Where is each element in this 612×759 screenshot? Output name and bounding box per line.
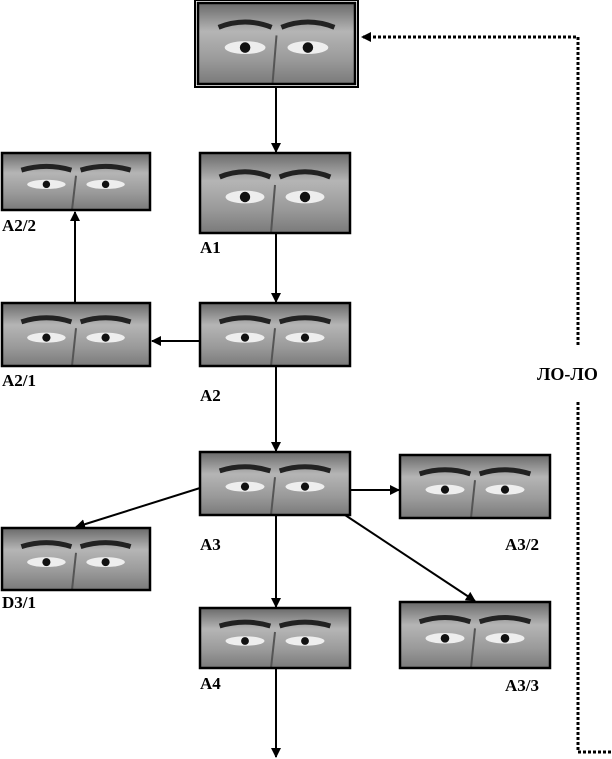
label-d3-1: D3/1 (2, 593, 36, 612)
eye-photo-a3-3 (398, 600, 552, 670)
arrow-A3-to-D3-1 (75, 487, 201, 530)
eye-photo-a2 (198, 301, 352, 368)
label-a3-3: A3/3 (505, 676, 539, 695)
label-a2-1: A2/1 (2, 371, 36, 390)
lolo-group-label: ЛО-ЛО (537, 364, 598, 384)
eye-photo-a1 (198, 151, 352, 235)
eye-photo-a2-2 (0, 151, 152, 212)
eye-photo-a3-2 (398, 453, 552, 520)
label-a3-2: A3/2 (505, 535, 539, 554)
eye-photo-a2-1 (0, 301, 152, 368)
label-a4: A4 (200, 674, 221, 693)
eye-photo-a4 (198, 606, 352, 670)
lolo-dashed-bracket-bottom (576, 402, 612, 754)
lolo-dashed-bracket-top (361, 32, 580, 345)
eye-photo-d3-1 (0, 526, 152, 592)
label-a2: A2 (200, 386, 221, 405)
label-a2-2: A2/2 (2, 216, 36, 235)
arrow-A3-to-A3-3 (344, 514, 476, 602)
eye-photo-a3 (198, 450, 352, 517)
label-a1: A1 (200, 238, 221, 257)
eye-photo-top (194, 0, 359, 88)
label-a3: A3 (200, 535, 221, 554)
